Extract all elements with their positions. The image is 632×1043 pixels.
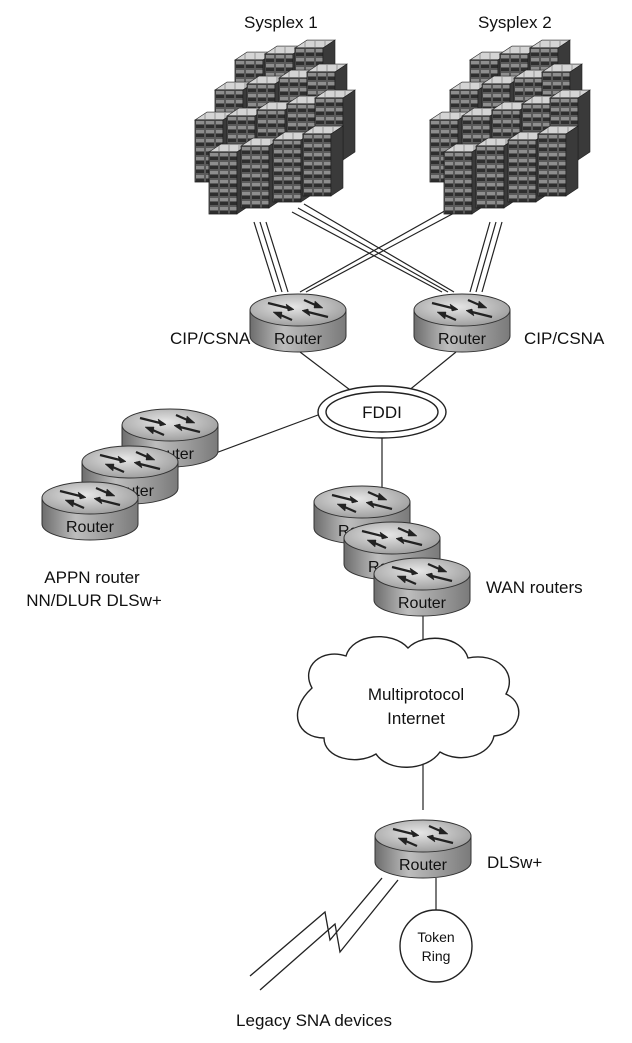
appn-label-line1: APPN router (44, 568, 140, 587)
router-appn-front: Router (40, 480, 140, 542)
router-cip-right: Router (412, 292, 512, 354)
multiprotocol-internet-cloud: Multiprotocol Internet (296, 636, 520, 768)
fddi-label: FDDI (362, 403, 402, 422)
dlsw-label: DLSw+ (487, 853, 542, 872)
router-label: Router (398, 595, 447, 612)
serial-links (249, 877, 399, 991)
router-dlsw: Router (373, 818, 473, 880)
cloud-label-line1: Multiprotocol (368, 685, 464, 704)
router-label: Router (438, 331, 487, 348)
router-wan-front: Router (372, 556, 472, 618)
legacy-sna-label: Legacy SNA devices (236, 1011, 392, 1030)
router-label: Router (399, 857, 448, 874)
token-ring-label-line2: Ring (422, 948, 451, 964)
appn-label-line2: NN/DLUR DLSw+ (26, 591, 162, 610)
sysplex-2-mainframes (430, 40, 590, 214)
cloud-label-line2: Internet (387, 709, 445, 728)
sysplex-1-mainframes (195, 40, 355, 214)
wan-router-stack: Router Router Router (312, 484, 472, 618)
fddi-ring: FDDI (317, 385, 447, 439)
cip-right-label: CIP/CSNA (524, 329, 605, 348)
token-ring-label-line1: Token (417, 929, 454, 945)
router-label: Router (66, 519, 115, 536)
appn-router-stack: Router Router Router (40, 407, 220, 542)
router-label: Router (274, 331, 323, 348)
wan-routers-label: WAN routers (486, 578, 583, 597)
token-ring: Token Ring (399, 909, 473, 983)
sysplex-1-label: Sysplex 1 (244, 13, 318, 32)
cip-left-label: CIP/CSNA (170, 329, 251, 348)
router-cip-left: Router (248, 292, 348, 354)
sysplex-to-router-links (253, 203, 503, 293)
sysplex-2-label: Sysplex 2 (478, 13, 552, 32)
